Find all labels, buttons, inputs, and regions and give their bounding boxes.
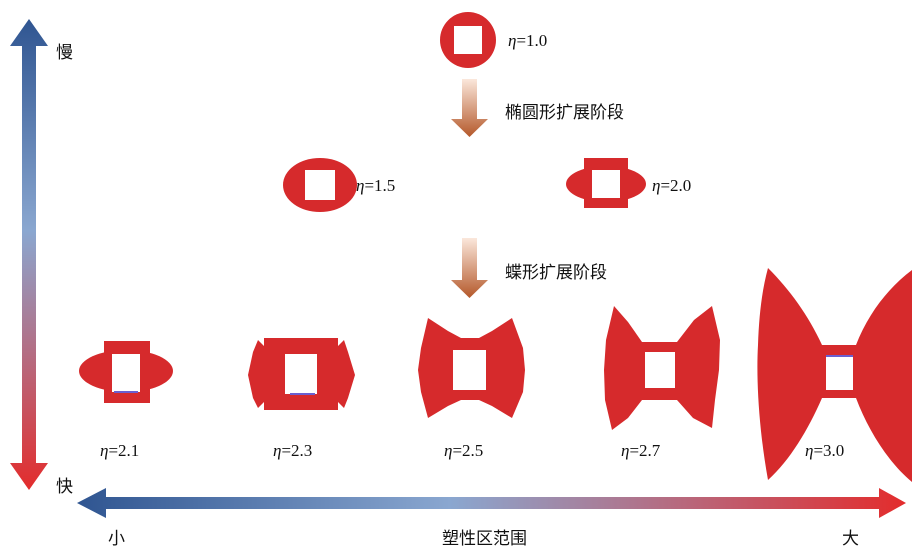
horizontal-axis	[77, 488, 906, 518]
plastic-zone-eta-2-0	[566, 158, 646, 208]
eta-label-2-0: η=2.0	[652, 176, 692, 195]
plastic-zone-eta-1-0	[440, 12, 496, 68]
plastic-zone-eta-2-5	[418, 318, 525, 418]
vertical-axis-arrow	[10, 19, 48, 490]
axis-title-plastic-zone-range: 塑性区范围	[442, 529, 527, 549]
plastic-zone-eta-3-0	[757, 268, 912, 482]
eta-label-1-0: η=1.0	[508, 31, 548, 50]
vertical-axis	[10, 19, 48, 490]
eta-label-2-5: η=2.5	[444, 441, 484, 460]
plastic-zone-eta-2-7	[604, 306, 720, 430]
axis-label-large: 大	[842, 529, 859, 549]
stage-label-elliptical: 椭圆形扩展阶段	[505, 103, 624, 123]
stage-arrow-butterfly	[451, 238, 488, 298]
eta-label-2-1: η=2.1	[100, 441, 140, 460]
plastic-zone-eta-1-5	[283, 158, 357, 212]
stage-arrow-elliptical	[451, 79, 488, 137]
stage-label-butterfly: 蝶形扩展阶段	[505, 263, 607, 283]
plastic-zone-eta-2-1	[79, 341, 173, 403]
eta-label-2-7: η=2.7	[621, 441, 661, 460]
eta-label-3-0: η=3.0	[805, 441, 845, 460]
eta-label-1-5: η=1.5	[356, 176, 396, 195]
eta-label-2-3: η=2.3	[273, 441, 313, 460]
horizontal-axis-arrow	[77, 488, 906, 518]
axis-label-slow: 慢	[56, 43, 73, 63]
plastic-zone-eta-2-3	[248, 338, 355, 410]
axis-label-small: 小	[108, 529, 125, 549]
axis-label-fast: 快	[56, 477, 73, 497]
